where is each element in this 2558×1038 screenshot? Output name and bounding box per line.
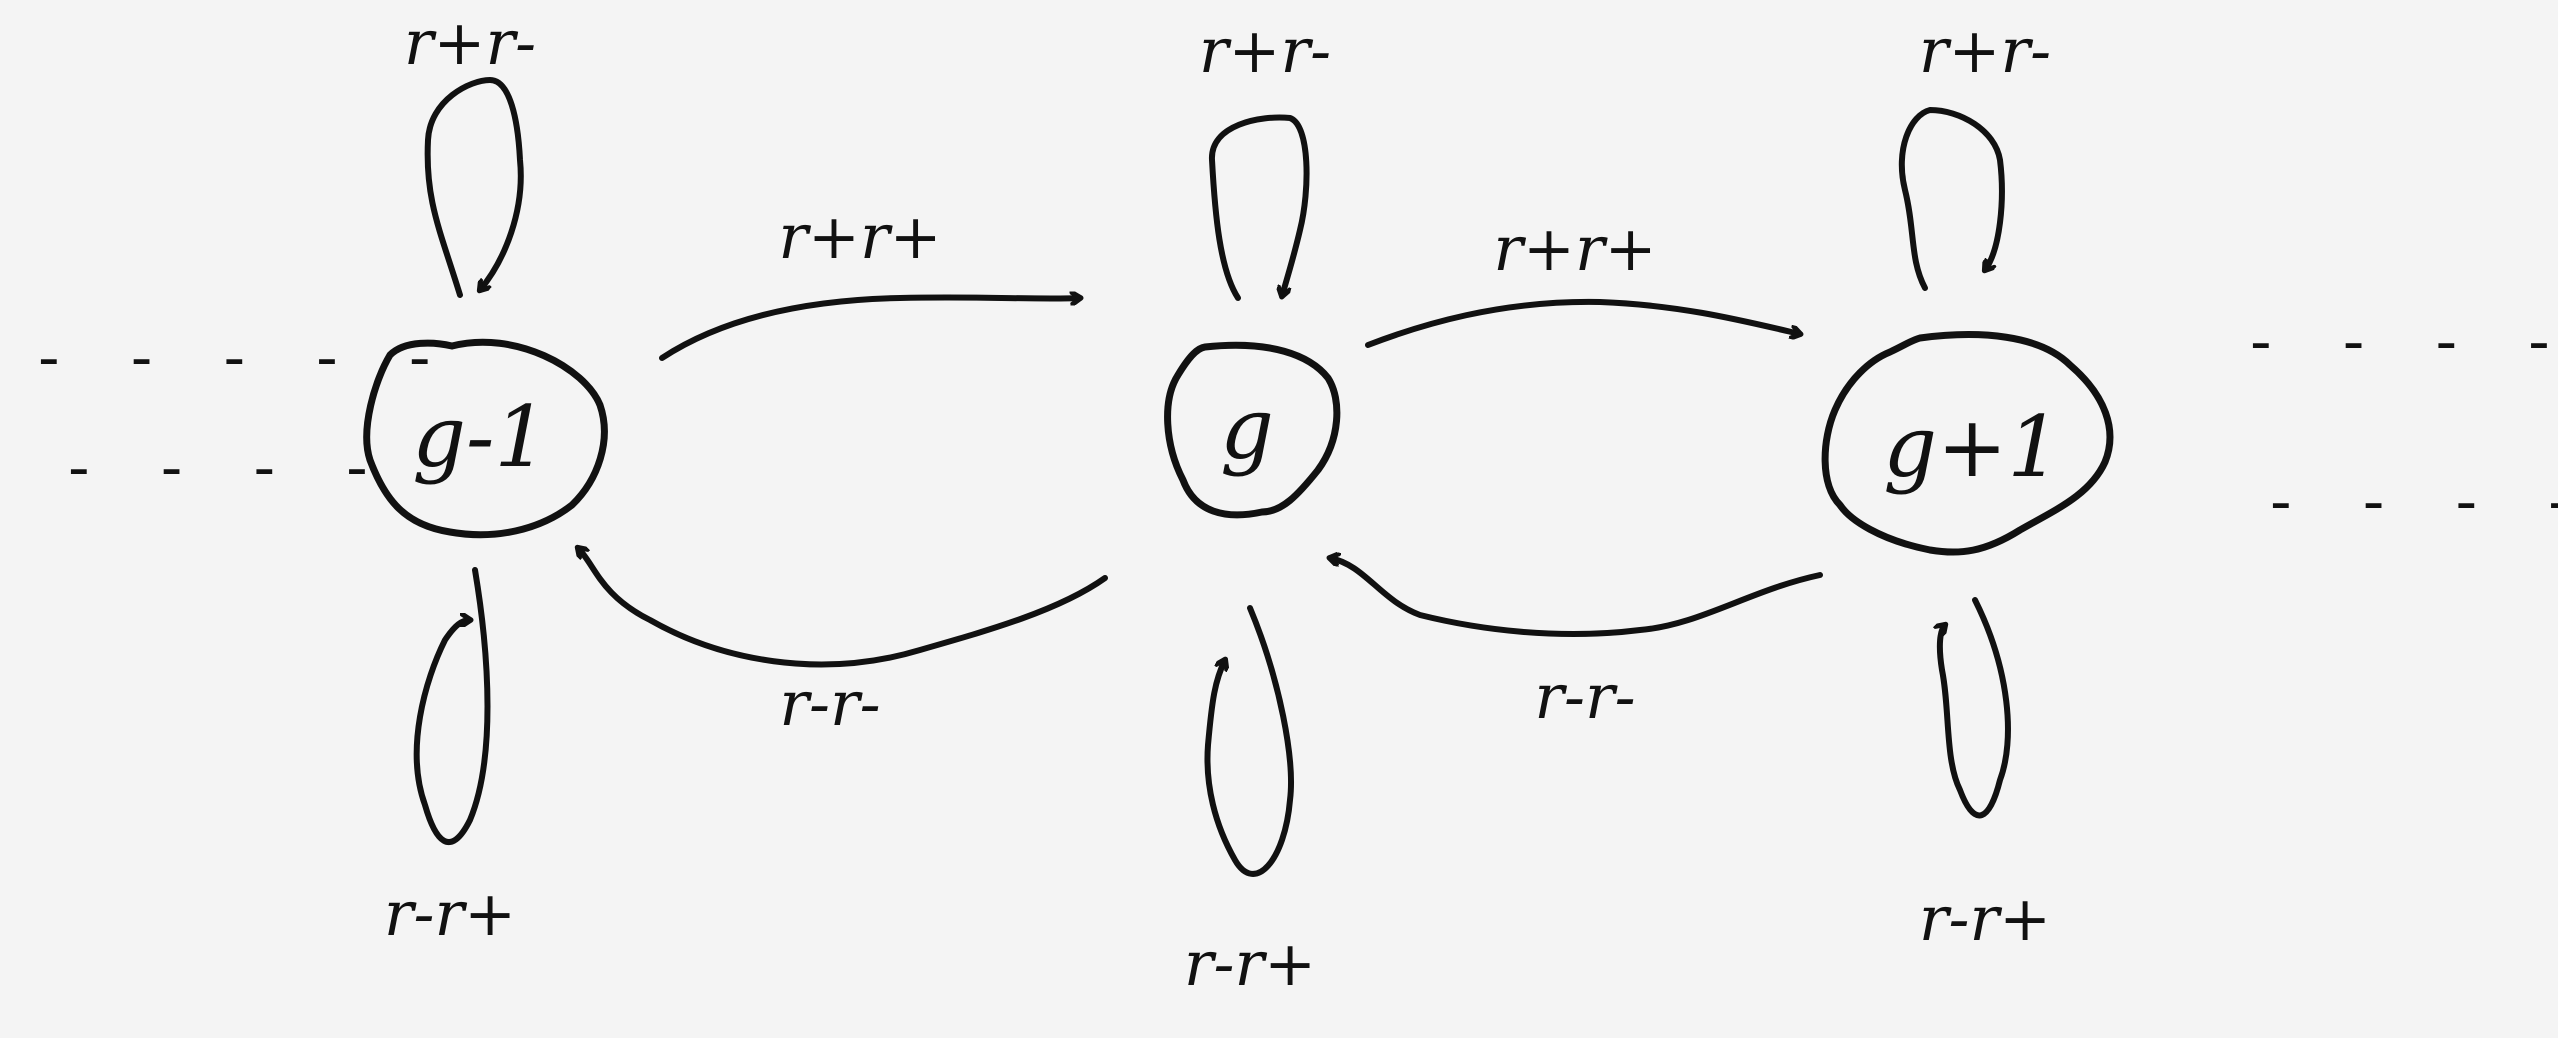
label-left-to-center: r+r+ xyxy=(778,200,941,273)
self-loop-right-top xyxy=(1898,107,2005,291)
label-right-self-bottom: r-r+ xyxy=(1919,882,2051,955)
label-center-to-left: r-r- xyxy=(779,667,880,740)
continuation-right-top: - - - - xyxy=(2250,307,2558,377)
label-center-self-top: r+r- xyxy=(1199,14,1331,87)
self-loop-center-bottom xyxy=(1204,605,1294,877)
edge-center-to-right xyxy=(1365,298,1800,348)
self-loop-left-top xyxy=(424,77,524,298)
node-left-shape xyxy=(363,338,608,539)
node-label-center: g xyxy=(1220,380,1274,478)
continuation-right-bottom: - - - - xyxy=(2270,467,2558,537)
self-loop-left-bottom xyxy=(413,567,491,845)
edge-right-to-center xyxy=(1330,558,1823,638)
node-label-right: g+1 xyxy=(1883,398,2061,496)
self-loop-center-top xyxy=(1208,114,1310,301)
edge-left-to-center xyxy=(659,297,1080,361)
node-label-left: g-1 xyxy=(412,388,548,486)
continuation-left-bottom: - - - - xyxy=(68,433,394,503)
label-left-self-top: r+r- xyxy=(404,6,536,79)
label-right-self-top: r+r- xyxy=(1919,14,2051,87)
edge-center-to-left xyxy=(578,548,1108,668)
label-left-self-bottom: r-r+ xyxy=(384,877,516,950)
node-right-shape xyxy=(1821,331,2114,556)
label-center-self-bottom: r-r+ xyxy=(1184,927,1316,1000)
continuation-left-top: - - - - - xyxy=(38,323,457,393)
label-center-to-right: r+r+ xyxy=(1493,212,1656,285)
self-loop-right-bottom xyxy=(1940,597,2011,819)
node-center-shape xyxy=(1164,341,1341,519)
label-right-to-center: r-r- xyxy=(1534,660,1635,733)
